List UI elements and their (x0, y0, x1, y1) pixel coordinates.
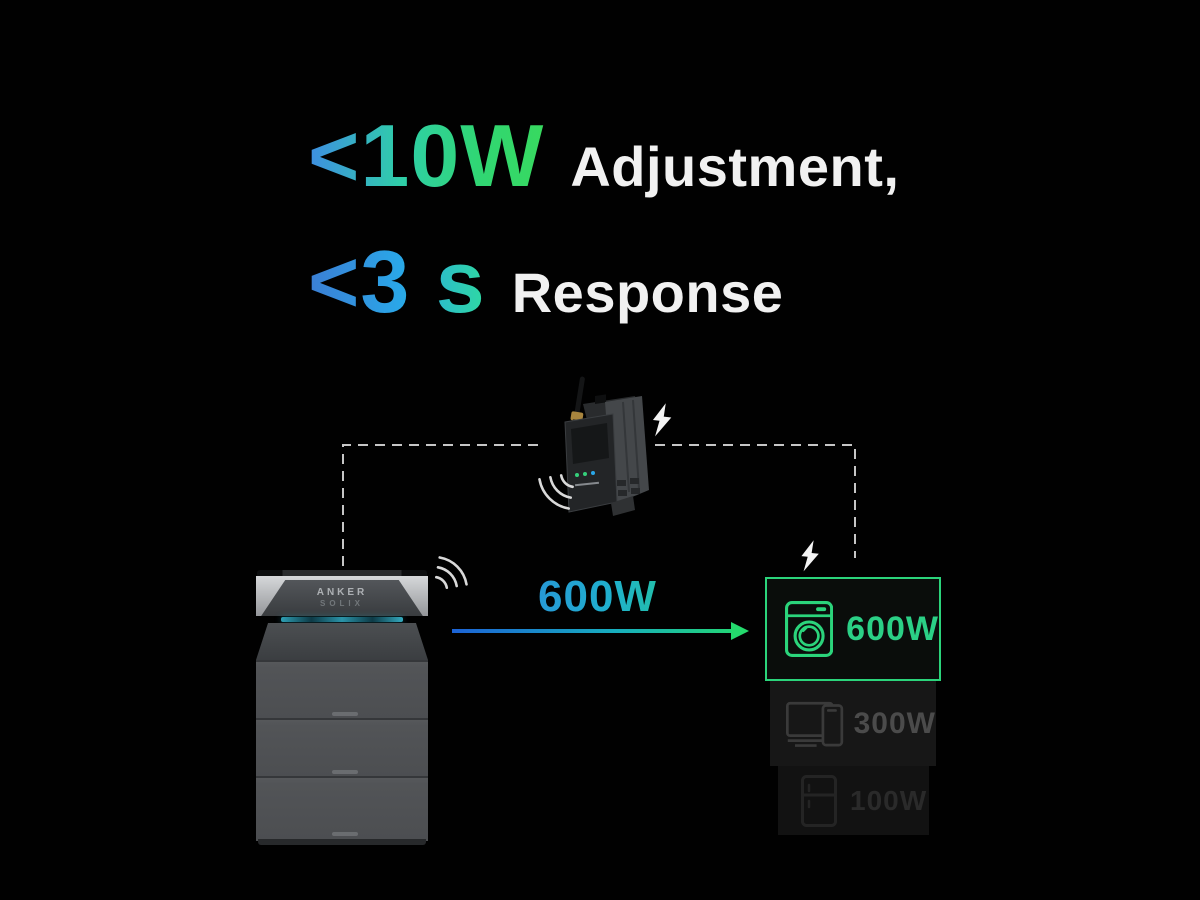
battery-module (256, 718, 428, 778)
battery-brand-line2: SOLIX (319, 599, 364, 609)
battery-brand-line1: ANKER (316, 586, 368, 598)
headline-highlight-1: <10W (308, 106, 545, 205)
appliance-card-devices: 300W (770, 681, 936, 766)
headline-text-1: Adjustment, (570, 135, 900, 198)
battery-upper-section (256, 623, 428, 660)
monitor-and-phone-icon (786, 701, 844, 747)
headline-line-2: <3 s Response (308, 238, 899, 326)
smart-meter-art (564, 376, 649, 516)
headline: <10W Adjustment, <3 s Response (308, 112, 899, 326)
power-flow-label: 600W (455, 572, 740, 622)
headline-text-2: Response (511, 261, 784, 324)
meter-label-text-bar (574, 481, 600, 487)
smart-meter-device (545, 372, 660, 527)
battery-module-handle (332, 832, 358, 836)
washing-machine-icon (785, 601, 834, 657)
meter-vents (617, 478, 640, 496)
refrigerator-icon (801, 774, 837, 827)
appliance-power-label: 100W (850, 784, 928, 816)
battery-module-handle (332, 770, 358, 774)
dashed-connector-left (342, 444, 544, 566)
meter-screen (571, 423, 609, 464)
appliance-power-label: 600W (846, 609, 939, 648)
dashed-connector-right (655, 444, 856, 558)
battery-module (256, 660, 428, 720)
headline-line-1: <10W Adjustment, (308, 112, 899, 200)
appliance-card-washer: 600W (765, 577, 941, 681)
power-flow-arrow (452, 622, 749, 640)
lightning-bolt-icon-appliance (801, 540, 819, 572)
battery-module-handle (332, 712, 358, 716)
battery-brand-panel: ANKER SOLIX (261, 580, 423, 616)
meter-side-fins (622, 399, 640, 493)
home-battery-unit: ANKER SOLIX (256, 570, 428, 845)
meter-top-slot (595, 394, 606, 404)
battery-module (256, 776, 428, 841)
appliance-card-fridge: 100W (778, 766, 929, 835)
meter-led-indicators (575, 471, 595, 477)
headline-highlight-2: <3 s (308, 232, 486, 331)
battery-led-strip (281, 617, 403, 622)
battery-top-edge (257, 570, 427, 577)
meter-din-clip (611, 496, 635, 516)
appliance-power-label: 300W (853, 706, 936, 740)
battery-base (258, 839, 426, 845)
